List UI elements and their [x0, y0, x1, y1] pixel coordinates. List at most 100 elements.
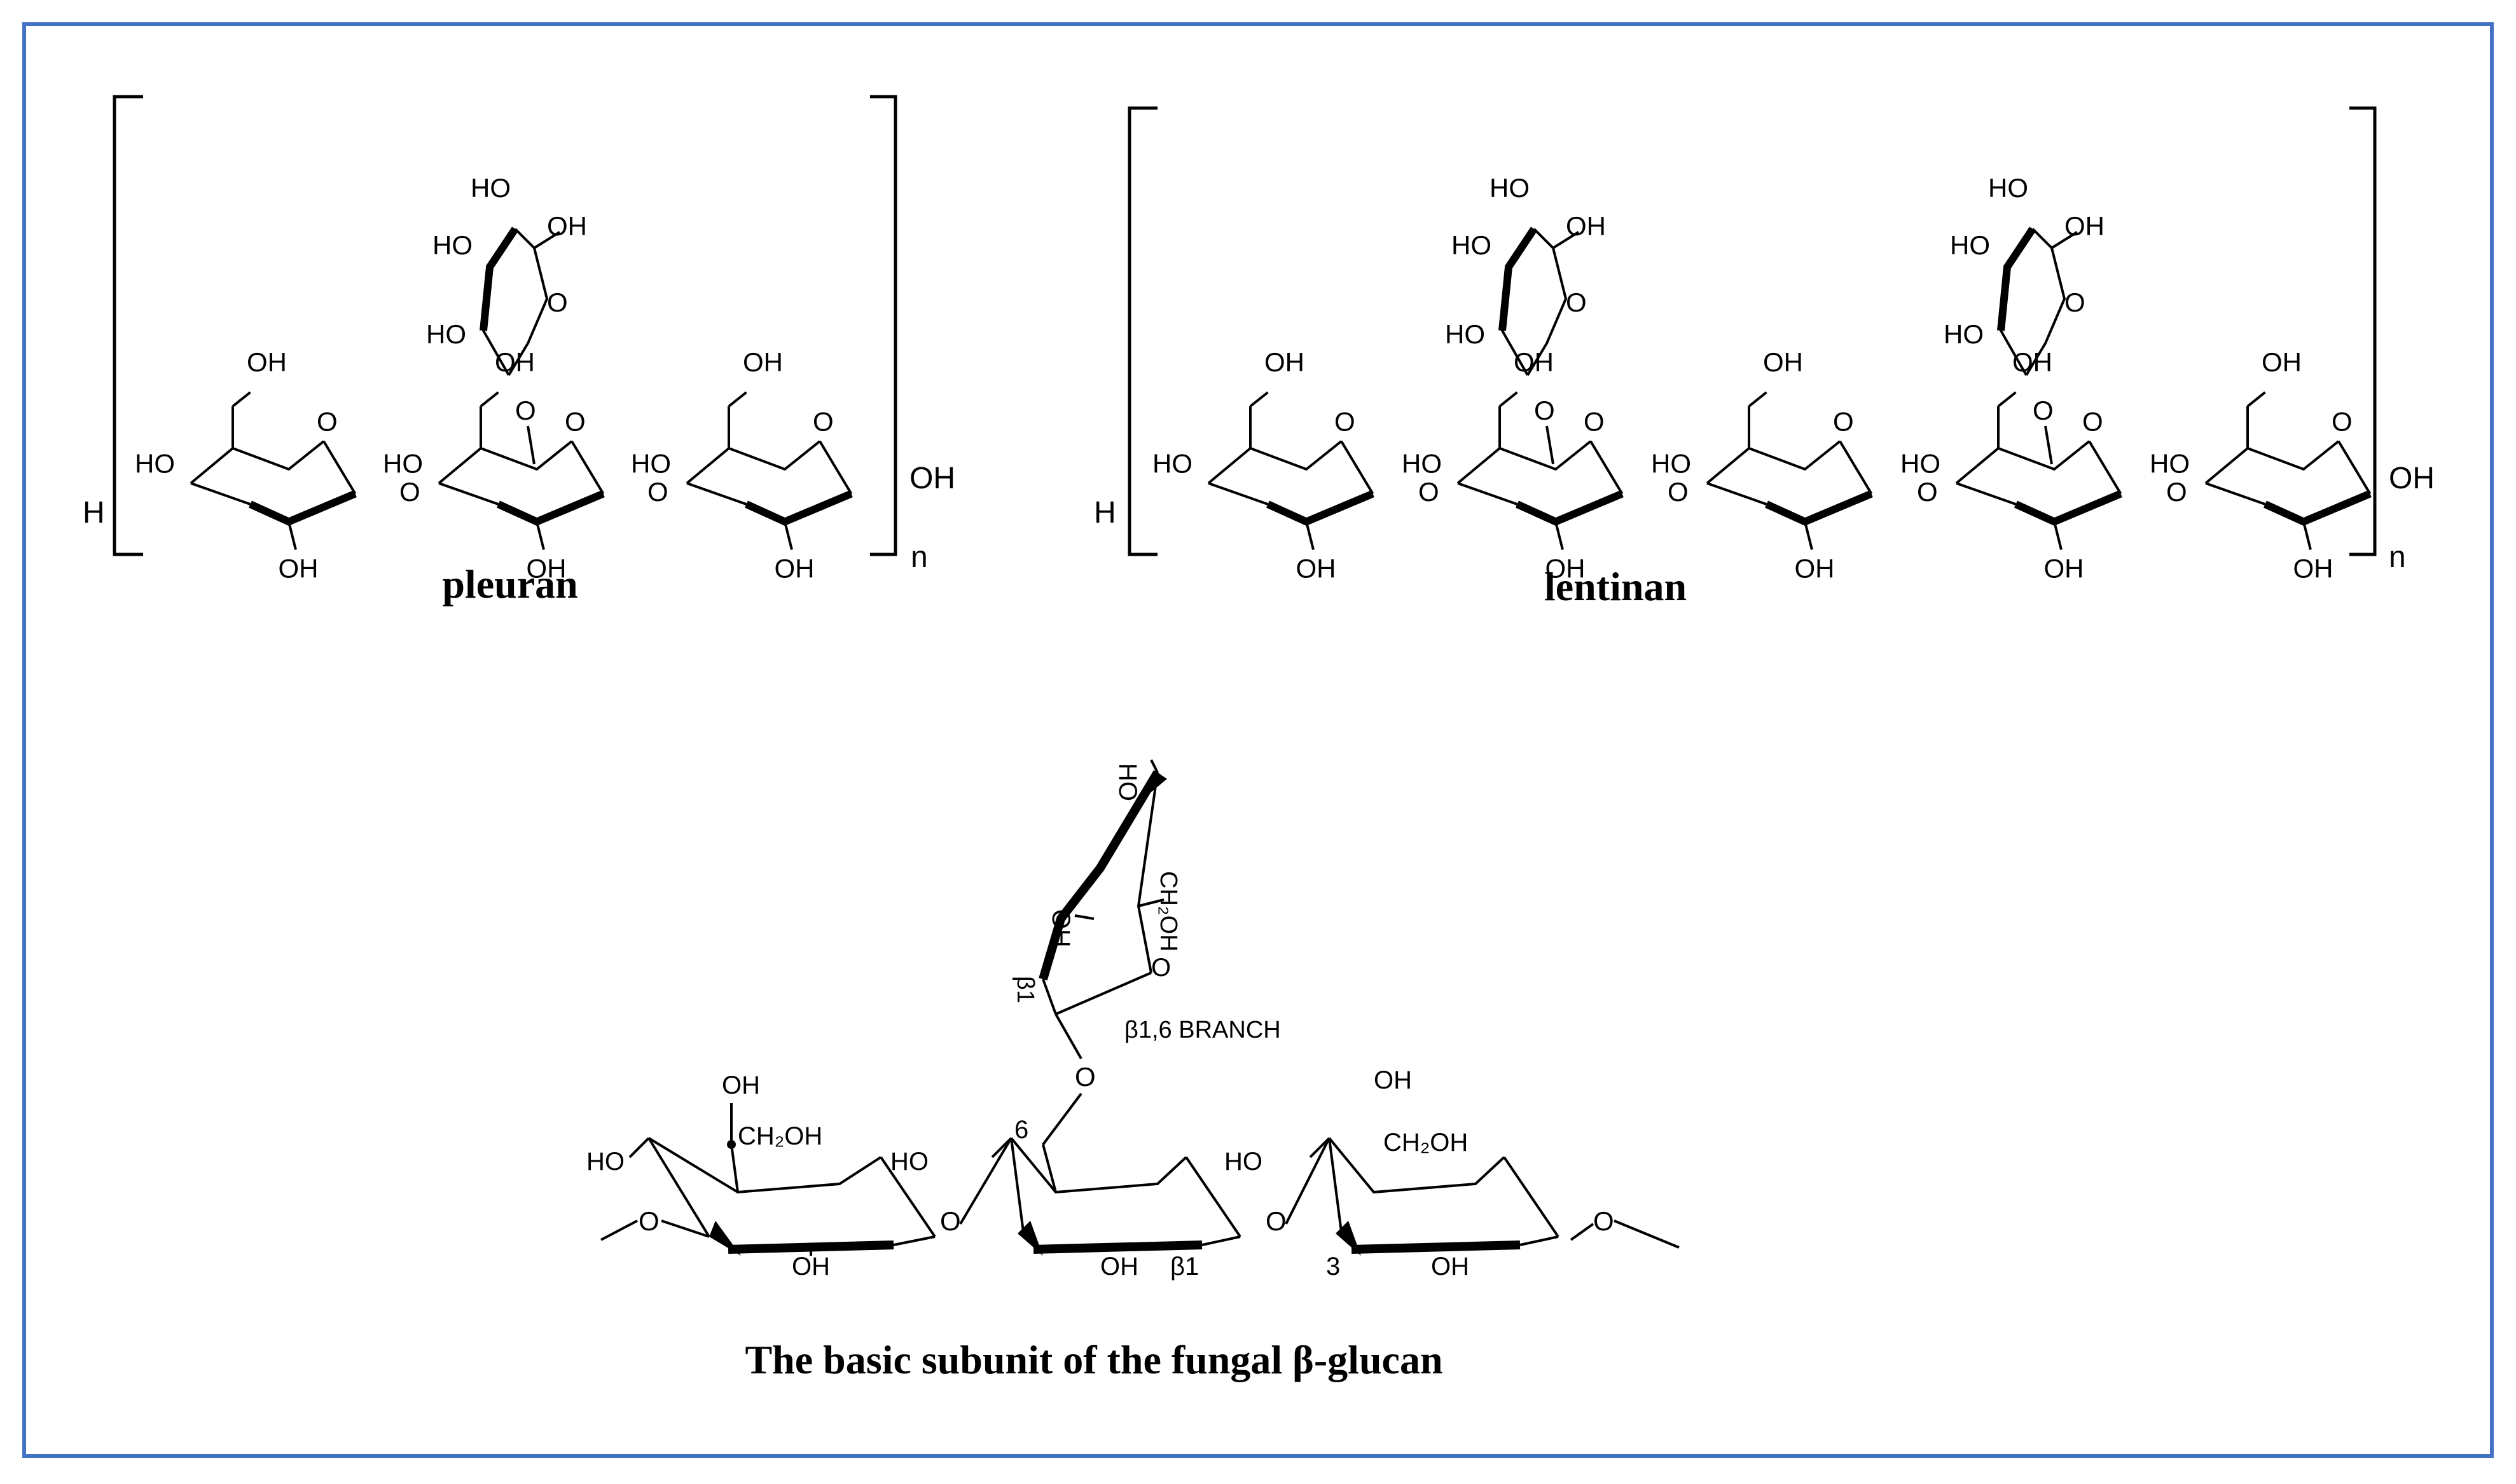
branch-link-oxygen: O: [515, 395, 536, 425]
substituent-bond: [728, 391, 747, 408]
branch-ho-left: HO: [1451, 230, 1491, 260]
branch-ch2oh: CH₂OH: [1155, 871, 1182, 952]
chain-oxygen-left: O: [639, 1206, 660, 1236]
substituent-bond: [480, 391, 499, 408]
substituent-bond: [536, 521, 545, 550]
ring-oh-top: OH: [1264, 347, 1304, 377]
ring-ho-left: HO: [631, 449, 671, 479]
ring-bond: [1208, 482, 1269, 505]
glycosidic-oxygen: O: [1917, 477, 1938, 507]
ring-oxygen: O: [565, 407, 586, 437]
ring-bond: [1955, 440, 2091, 484]
ring-bold-bond: [745, 490, 853, 526]
ring-bond: [2205, 482, 2266, 505]
substituent-bond: [2302, 521, 2312, 550]
branch-beta1: β1: [1012, 976, 1039, 1003]
branch-oxygen: O: [1075, 1062, 1096, 1092]
ring-oxygen: O: [1584, 407, 1605, 437]
ring-bold-bond: [2264, 490, 2372, 526]
ring-bond: [322, 440, 357, 495]
ring-bond: [1706, 482, 1767, 505]
ring-oh-bottom: OH: [1795, 554, 1835, 584]
ring-bond: [686, 482, 747, 505]
branch-link-oxygen: O: [2033, 395, 2054, 425]
repeat-bracket-right: [870, 95, 897, 556]
ring-bold-bond: [497, 490, 605, 526]
repeat-bracket-left: [1128, 106, 1158, 556]
ring-ho-left: HO: [1900, 449, 1940, 479]
glycosidic-oxygen: O: [1668, 477, 1689, 507]
branch-ho-top: HO: [1988, 173, 2028, 203]
branch-link-bond: [1545, 425, 1554, 465]
branch-ring-oxygen: O: [1151, 954, 1171, 982]
terminal-h: H: [83, 496, 105, 530]
lentinan-structure: n H OH OHOHOOHOOHOHOOHOOHOHOOHOOHOHOOHOO…: [1094, 106, 2435, 584]
r1-ho-left: HO: [586, 1148, 625, 1176]
repeat-bracket-right: [2349, 106, 2377, 556]
pleuran-caption: pleuran: [442, 561, 577, 607]
branch-bond: [533, 231, 561, 249]
branch-bond: [2050, 231, 2078, 249]
ring-oh-bottom: OH: [527, 554, 567, 584]
repeat-subscript: n: [911, 540, 928, 574]
branch-bold-bond: [1498, 226, 1537, 331]
branch-oh-right: OH: [2064, 211, 2105, 241]
ring-bold-bond: [1516, 490, 1624, 526]
ring-bond: [1207, 440, 1343, 484]
ring-bold-bond: [2014, 490, 2122, 526]
r1-ch2oh: CH₂OH: [738, 1122, 822, 1150]
ring-bond: [1589, 440, 1624, 495]
ring-bond: [190, 482, 251, 505]
glycosidic-oxygen: O: [399, 477, 420, 507]
r2-beta1: β1: [1170, 1253, 1199, 1281]
branch-ho-top: HO: [471, 173, 511, 203]
substituent-bond: [2246, 391, 2266, 408]
substituent-bond: [2053, 521, 2063, 550]
r3-pos3: 3: [1326, 1253, 1340, 1281]
substituent-bond: [1997, 391, 2017, 408]
ring-oh-bottom: OH: [1545, 554, 1586, 584]
branch-label: β1,6 BRANCH: [1124, 1017, 1281, 1043]
branch-ho-top: HO: [1114, 763, 1142, 801]
substituent-bond: [232, 391, 251, 408]
branch-ho-top: HO: [1490, 173, 1530, 203]
subunit-structure: O OH CH₂OH HO OH O: [586, 759, 1680, 1281]
branch-bond: [1526, 228, 1568, 376]
ring-oxygen: O: [2332, 407, 2353, 437]
ring-ho-left: HO: [1402, 449, 1442, 479]
ring-oh-bottom: OH: [2293, 554, 2333, 584]
ring-oxygen: O: [813, 407, 834, 437]
ring-bond: [570, 440, 605, 495]
link-oxygen-1: O: [940, 1206, 961, 1236]
subunit-branch-ring: O HO CH₂OH OH β1: [1012, 759, 1182, 1015]
r1-oh-top: OH: [722, 1071, 760, 1099]
figure-frame: [22, 22, 2494, 1458]
chain-oxygen-right: O: [1593, 1206, 1614, 1236]
ring-oxygen: O: [2082, 407, 2103, 437]
ring-oh-bottom: OH: [2044, 554, 2084, 584]
ring-bond: [819, 440, 853, 495]
ring-ho-left: HO: [135, 449, 175, 479]
ring-ho-left: HO: [383, 449, 423, 479]
ring-bond: [1839, 440, 1873, 495]
r2-pos6: 6: [1014, 1116, 1028, 1144]
branch-link-bond: [2044, 425, 2053, 465]
ring-oxygen: O: [1833, 407, 1854, 437]
ring-oxygen: O: [1334, 407, 1355, 437]
branch-oh: OH: [1047, 909, 1075, 947]
branch-ho-lower: HO: [426, 319, 466, 349]
ring-bond: [1456, 440, 1592, 484]
substituent-bond: [1249, 391, 1269, 408]
ring-ho-left: HO: [1651, 449, 1691, 479]
glycosidic-oxygen: O: [647, 477, 668, 507]
lentinan-caption: lentinan: [1544, 564, 1687, 609]
substituent-bond: [1748, 391, 1767, 408]
repeat-bracket-left: [113, 95, 143, 556]
